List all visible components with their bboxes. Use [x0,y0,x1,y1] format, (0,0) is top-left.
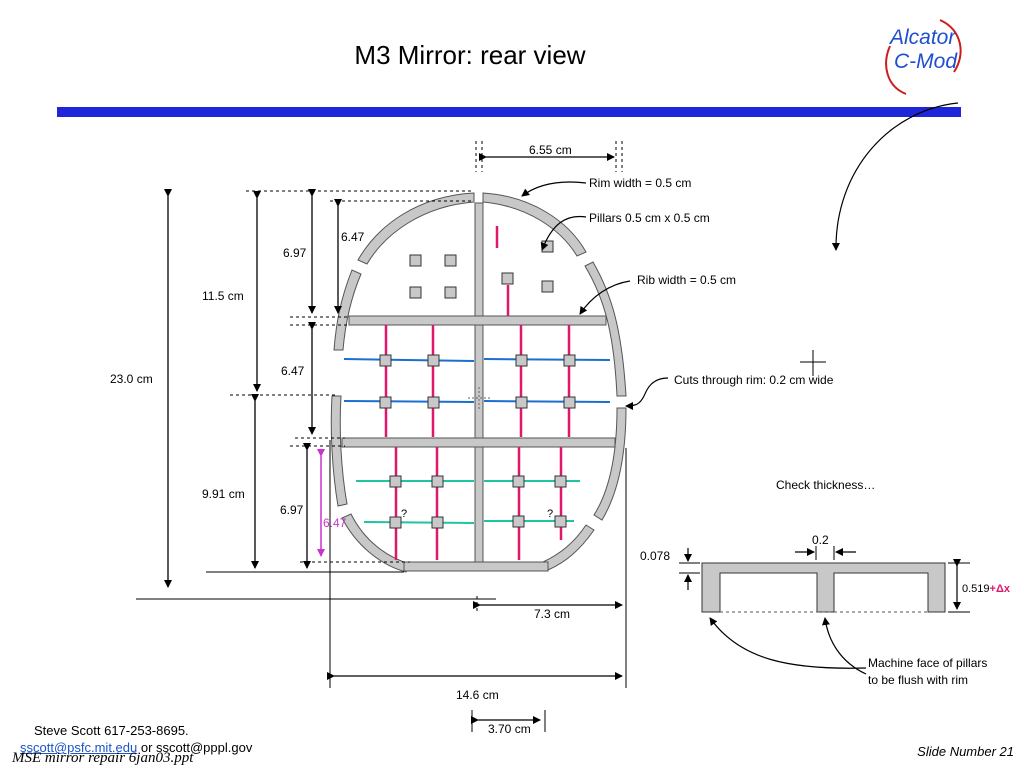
alcator-cmod-logo: Alcator C-Mod [885,19,962,95]
pillar-lines [384,226,571,560]
label-width-half: 7.3 cm [534,607,570,621]
pillar [515,396,528,409]
pillar [431,475,444,488]
label-xs-height: 0.519 [962,583,990,595]
callout-arrow-machine-2 [821,617,867,675]
title-divider [57,107,961,117]
label-width-top: 6.55 cm [529,143,572,157]
pillar [431,516,444,529]
solid-extension-lines [136,440,627,732]
pillar [563,354,576,367]
pillars [379,240,576,529]
cross-section-profile [701,562,946,613]
pillar [427,396,440,409]
label-cuts: Cuts through rim: 0.2 cm wide [674,373,834,387]
horizontal-rib-lower [341,437,616,448]
slide-title: M3 Mirror: rear view [354,40,586,70]
pillar [409,286,422,299]
logo-line2: C-Mod [894,50,958,73]
label-check-thickness: Check thickness… [776,478,875,492]
rim-segment-right-2 [593,407,627,521]
pillar [512,475,525,488]
rim-segment-bottom [403,561,549,572]
callout-arrow-pillars [540,215,587,251]
pillar [427,354,440,367]
pointer-arrow-top-right [831,102,959,251]
label-height-total: 23.0 cm [110,372,153,386]
label-question-2: ? [547,508,553,520]
pillar [379,396,392,409]
dashed-extension-lines [230,141,623,612]
rim-segment-left-2 [330,395,348,507]
callout-arrow-rim [521,181,587,197]
contact-line-1: Steve Scott 617-253-8695. [34,723,189,738]
label-pillars: Pillars 0.5 cm x 0.5 cm [589,211,710,225]
slide-number: Slide Number 21 [917,744,1014,759]
label-xs-height-group: 0.519+Δx [962,583,1011,595]
logo-swoosh-icon [885,19,962,95]
pillar [444,286,457,299]
label-xs-delta: +Δx [990,583,1011,595]
logo-line1: Alcator [888,26,956,49]
label-machine-face-2: to be flush with rim [868,673,968,687]
label-xs-gap: 0.2 [812,533,829,547]
blue-rib-lines [343,358,611,403]
callout-arrow-rib [579,280,631,315]
label-697-top: 6.97 [283,246,307,260]
rim-segment-right-3 [542,524,595,571]
callout-arrow-cuts [625,377,669,410]
label-xs-top: 0.078 [640,549,670,563]
pillar [512,515,525,528]
pillar [501,272,514,285]
email-link[interactable]: sscott@psfc.mit.edu [20,740,138,755]
label-697-bottom: 6.97 [280,503,304,517]
contact-or-text: or sscott@pppl.gov [137,740,253,755]
label-height-upper: 11.5 cm [202,289,244,303]
pillar [389,516,402,529]
pillar [554,515,567,528]
label-width-full: 14.6 cm [456,688,499,702]
reference-crosshair-icon [800,350,826,376]
label-rim-width: Rim width = 0.5 cm [589,176,691,190]
label-machine-face-1: Machine face of pillars [868,656,987,670]
pillar [515,354,528,367]
label-647-top: 6.47 [341,230,365,244]
pillar [379,354,392,367]
label-rib-width: Rib width = 0.5 cm [637,273,736,287]
pillar [563,396,576,409]
label-height-lower: 9.91 cm [202,487,245,501]
file-name: MSE mirror repair 6jan03.ppt [12,750,194,766]
pillar [389,475,402,488]
pillar [409,254,422,267]
label-question-1: ? [401,508,407,520]
pillar [444,254,457,267]
mirror-rim [330,192,627,573]
rim-segment-right-1 [584,261,627,397]
cross-section: 0.2 0.078 0.519+Δx Machine face of pilla… [640,533,1011,687]
label-width-small: 3.70 cm [488,722,531,736]
pillar [541,280,554,293]
rim-segment-upper-left [357,192,475,265]
callout-arrow-machine-1 [709,617,867,669]
rim-segment-left-1 [333,269,362,351]
dimension-arrows [164,153,623,724]
label-647-magenta: 6.47 [323,516,347,530]
contact-line-2: sscott@psfc.mit.edu or sscott@pppl.gov [20,740,252,755]
pillar [554,475,567,488]
label-647-mid: 6.47 [281,364,305,378]
rim-segment-upper-right [482,192,587,257]
horizontal-rib-upper [348,315,607,326]
central-vertical-rib [474,202,484,563]
